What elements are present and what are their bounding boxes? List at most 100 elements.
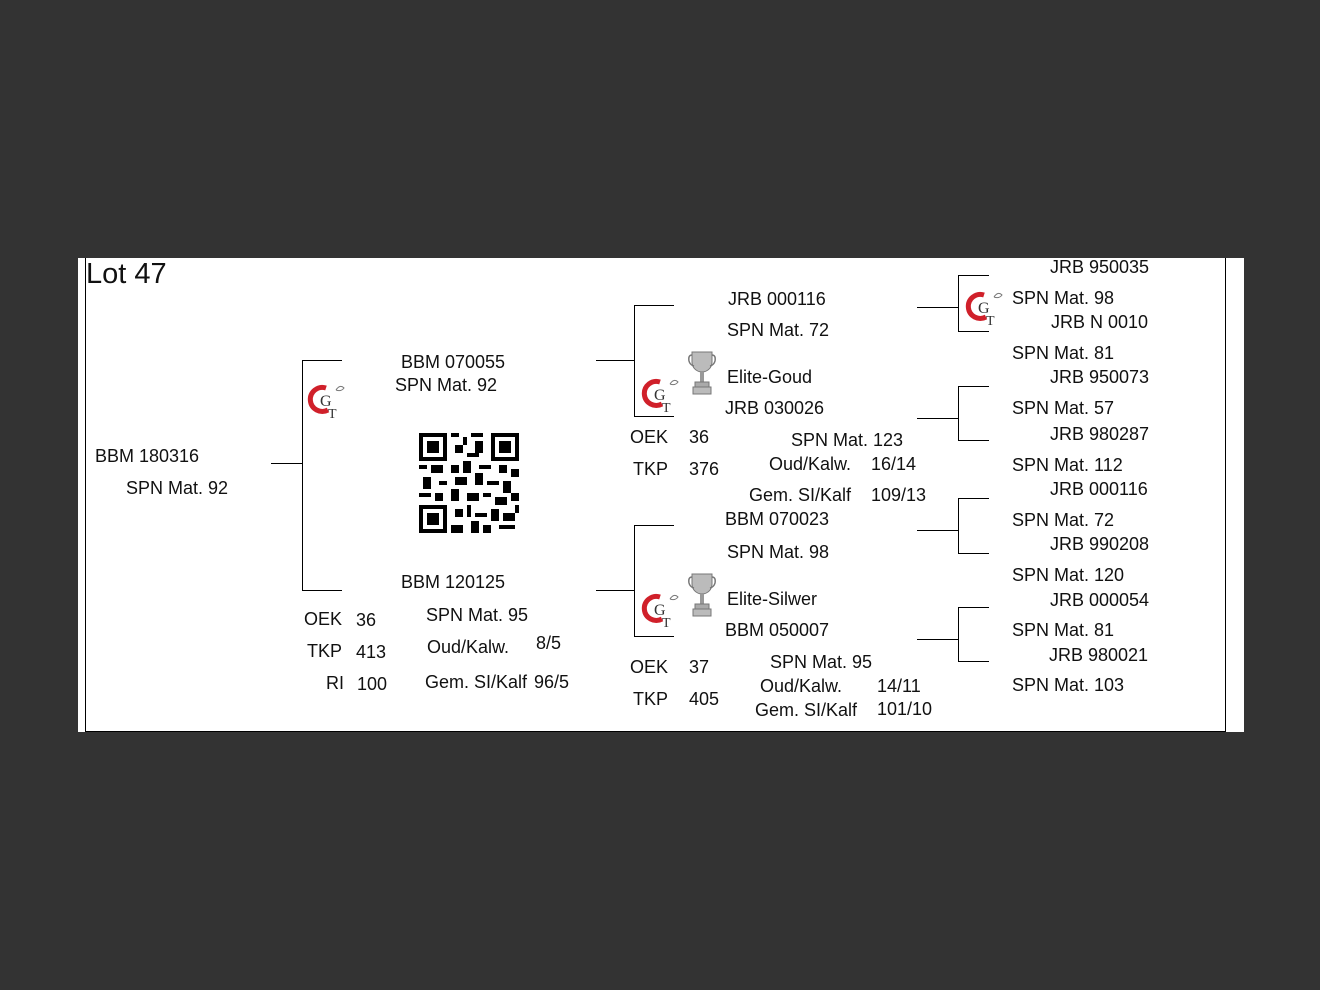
- svg-text:T: T: [986, 314, 995, 329]
- connector-line: [634, 525, 674, 526]
- sire-dam-id: JRB 030026: [725, 398, 825, 418]
- ggp-1-spn: SPN Mat. 98: [1012, 288, 1115, 308]
- connector-line: [596, 590, 634, 591]
- ggp-1-id: JRB 950035: [1050, 258, 1150, 277]
- dam-ri-label: RI: [326, 673, 344, 693]
- connector-line: [302, 590, 342, 591]
- sire-spn: SPN Mat. 92: [395, 375, 498, 395]
- dam-dam-tkp-label: TKP: [633, 689, 669, 709]
- connector-line: [958, 498, 989, 499]
- svg-text:T: T: [328, 407, 337, 422]
- svg-text:G: G: [320, 393, 332, 410]
- ggp-2-id: JRB N 0010: [1051, 312, 1149, 332]
- gt-logo-icon: G T: [307, 384, 345, 422]
- sire-dam-tkp-label: TKP: [633, 459, 669, 479]
- ggp-4-spn: SPN Mat. 112: [1012, 455, 1123, 475]
- dam-tkp-value: 413: [356, 642, 387, 662]
- trophy-icon: [688, 351, 716, 395]
- ggp-3-spn: SPN Mat. 57: [1012, 398, 1115, 418]
- sire-dam-spn: SPN Mat. 123: [791, 430, 904, 450]
- animal-id: BBM 180316: [95, 446, 200, 466]
- dam-dam-spn: SPN Mat. 95: [770, 652, 873, 672]
- dam-oek-value: 36: [356, 610, 377, 630]
- connector-line: [958, 661, 989, 662]
- dam-oud-value: 8/5: [536, 633, 562, 653]
- sire-dam-oek-value: 36: [689, 427, 710, 447]
- sire-dam-tkp-value: 376: [689, 459, 720, 479]
- sheet-border-right: [1225, 258, 1226, 732]
- gt-logo-icon: G T: [965, 291, 1003, 329]
- sire-dam-award: Elite-Goud: [727, 367, 813, 387]
- ggp-5-id: JRB 000116: [1050, 479, 1148, 499]
- pedigree-sheet: Lot 47 BBM 180316 SPN Mat. 92 G T BBM 07…: [78, 258, 1244, 732]
- dam-dam-id: BBM 050007: [725, 620, 830, 640]
- connector-line: [958, 386, 989, 387]
- connector-line: [917, 530, 958, 531]
- connector-line: [958, 386, 959, 441]
- svg-text:G: G: [654, 387, 666, 404]
- dam-oek-label: OEK: [304, 609, 343, 629]
- svg-text:T: T: [662, 401, 671, 416]
- sire-id: BBM 070055: [401, 352, 506, 372]
- ggp-6-id: JRB 990208: [1050, 534, 1150, 554]
- dam-dam-gem-value: 101/10: [877, 699, 933, 719]
- connector-line: [917, 418, 958, 419]
- ggp-8-id: JRB 980021: [1049, 645, 1149, 665]
- svg-text:G: G: [978, 300, 990, 317]
- dam-id: BBM 120125: [401, 572, 506, 592]
- dam-dam-oek-value: 37: [689, 657, 710, 677]
- dam-gem-value: 96/5: [534, 672, 570, 692]
- dam-dam-oud-label: Oud/Kalw.: [760, 676, 843, 696]
- connector-line: [302, 360, 303, 591]
- connector-line: [634, 305, 635, 417]
- connector-line: [596, 360, 634, 361]
- dam-ri-value: 100: [357, 674, 388, 694]
- connector-line: [917, 307, 958, 308]
- ggp-5-spn: SPN Mat. 72: [1012, 510, 1115, 530]
- sire-dam-oud-value: 16/14: [871, 454, 917, 474]
- trophy-icon: [688, 573, 716, 617]
- connector-line: [958, 275, 989, 276]
- sire-sire-id: JRB 000116: [728, 289, 826, 309]
- connector-line: [958, 607, 959, 662]
- connector-line: [271, 463, 302, 464]
- connector-line: [634, 525, 635, 637]
- qr-code-icon: [419, 433, 519, 533]
- sire-sire-spn: SPN Mat. 72: [727, 320, 830, 340]
- connector-line: [634, 636, 674, 637]
- lot-title: Lot 47: [86, 258, 167, 290]
- dam-sire-id: BBM 070023: [725, 509, 830, 529]
- connector-line: [302, 360, 342, 361]
- ggp-7-spn: SPN Mat. 81: [1012, 620, 1115, 640]
- connector-line: [958, 275, 959, 332]
- connector-line: [958, 331, 989, 332]
- sheet-border-bottom: [85, 731, 1226, 732]
- dam-dam-award: Elite-Silwer: [727, 589, 818, 609]
- gt-logo-icon: G T: [641, 593, 679, 631]
- dam-dam-gem-label: Gem. SI/Kalf: [755, 700, 858, 720]
- ggp-3-id: JRB 950073: [1050, 367, 1150, 387]
- connector-line: [958, 607, 989, 608]
- svg-text:T: T: [662, 616, 671, 631]
- connector-line: [634, 305, 674, 306]
- dam-dam-oud-value: 14/11: [877, 676, 921, 696]
- svg-text:G: G: [654, 602, 666, 619]
- dam-dam-oek-label: OEK: [630, 657, 669, 677]
- dam-spn: SPN Mat. 95: [426, 605, 529, 625]
- ggp-2-spn: SPN Mat. 81: [1012, 343, 1115, 363]
- dam-gem-label: Gem. SI/Kalf: [425, 672, 528, 692]
- ggp-4-id: JRB 980287: [1050, 424, 1150, 444]
- connector-line: [958, 553, 989, 554]
- dam-sire-spn: SPN Mat. 98: [727, 542, 830, 562]
- connector-line: [958, 498, 959, 554]
- sheet-border-left: [85, 258, 86, 732]
- connector-line: [634, 416, 674, 417]
- dam-dam-tkp-value: 405: [689, 689, 720, 709]
- sire-dam-gem-value: 109/13: [871, 485, 927, 505]
- dam-tkp-label: TKP: [307, 641, 343, 661]
- sire-dam-oek-label: OEK: [630, 427, 669, 447]
- dam-oud-label: Oud/Kalw.: [427, 637, 510, 657]
- gt-logo-icon: G T: [641, 378, 679, 416]
- ggp-8-spn: SPN Mat. 103: [1012, 675, 1125, 695]
- animal-spn: SPN Mat. 92: [126, 478, 229, 498]
